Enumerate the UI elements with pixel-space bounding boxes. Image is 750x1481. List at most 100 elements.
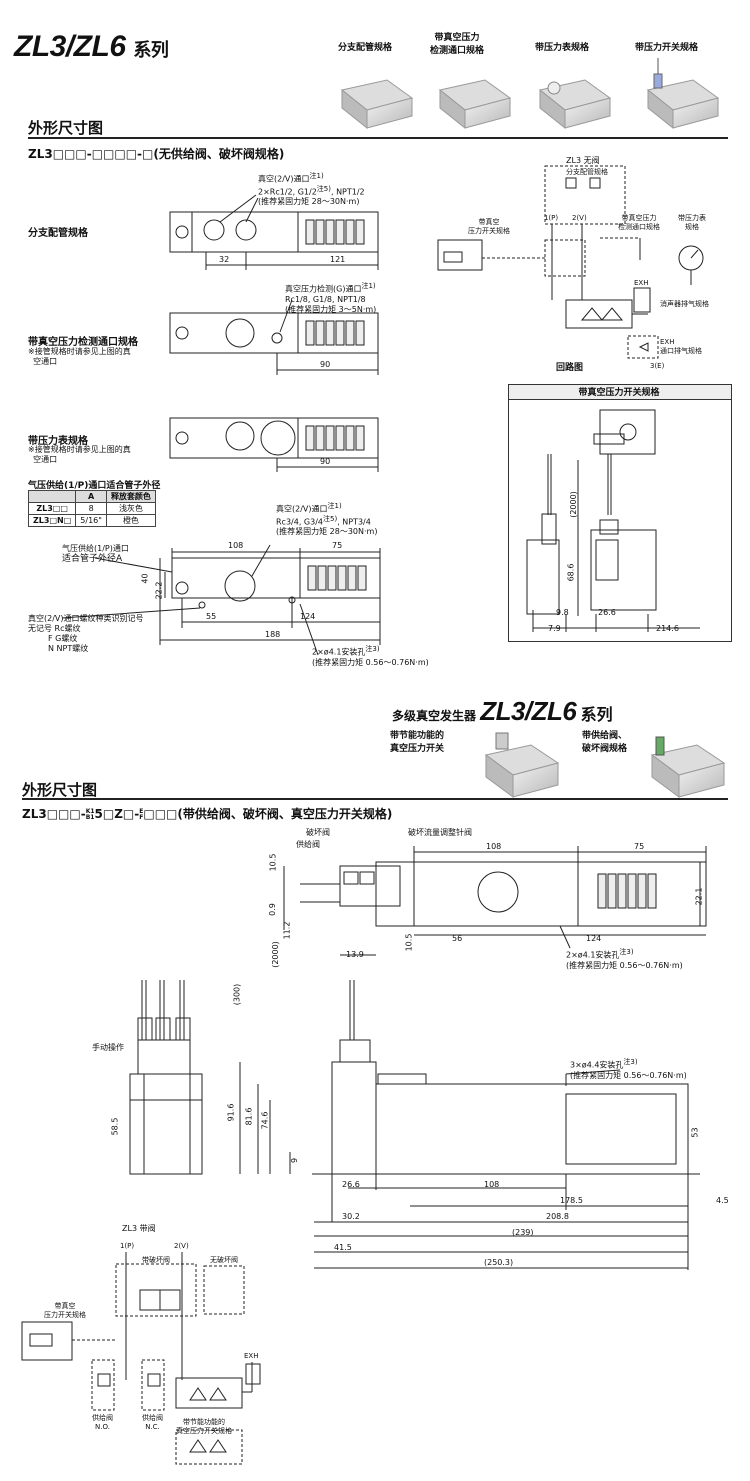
circuit-gauge: 带压力表 规格 [678, 214, 706, 231]
dim-56: 56 [452, 934, 463, 943]
dim-250-3: (250.3) [484, 1258, 514, 1267]
dim-108: 108 [228, 541, 244, 550]
circuit-silencer: 消声器排气规格 [660, 300, 709, 308]
dim-75: 75 [332, 541, 343, 550]
variant-label: 带真空压力 检测通口规格 [430, 33, 485, 56]
dim-90: 90 [320, 360, 331, 369]
lc-switch: 带真空 压力开关规格 [44, 1302, 86, 1319]
dim-22-1: 22.1 [694, 887, 704, 906]
lower-section-title: 外形尺寸图 [22, 781, 98, 799]
dim-81-6: 81.6 [244, 1107, 254, 1126]
dim-121: 121 [330, 255, 346, 264]
circuit-switch: 带真空 压力开关规格 [468, 218, 510, 235]
lower-circuit-title: ZL3 带阀 [122, 1224, 156, 1233]
detect-note: 真空压力检测(G)通口注1)Rc1/8, G1/8, NPT1/8(推荐紧固力矩… [285, 282, 377, 314]
variant-strip: 分支配管规格 带真空压力 检测通口规格 带压力表规格 带压力开关规格 [330, 30, 750, 130]
circuit-exh: EXH [634, 279, 649, 287]
dim-9-8: 9.8 [556, 608, 569, 617]
dim-0-9: 0.9 [267, 903, 277, 916]
dim-13-9: 13.9 [346, 950, 364, 959]
product-thumbnails [340, 58, 720, 130]
dim-208-8: 208.8 [546, 1212, 569, 1221]
dim-40: 40 [140, 573, 150, 584]
dim-91-6: 91.6 [226, 1103, 236, 1122]
lower-top-hole-note: 2×ø4.1安装孔注3)(推荐紧固力矩 0.56～0.76N·m) [566, 948, 683, 970]
lower-variant-label: 带节能功能的 真空压力开关 [390, 731, 445, 754]
dim-74-6: 74.6 [260, 1111, 270, 1130]
dim-90b: 90 [320, 457, 331, 466]
dim-108-lt: 108 [486, 842, 502, 851]
series-title: ZL3/ZL6 系列 [14, 30, 169, 63]
dim-7-9: 7.9 [548, 624, 561, 633]
table-row: ZL3□N□5/16"橙色 [27, 514, 156, 527]
section-title: 外形尺寸图 [28, 119, 104, 137]
gauge-sub: ※接管规格时请参见上图的真 空通口 [28, 445, 131, 464]
dim-124-lt: 124 [586, 934, 602, 943]
lower-heading: 多级真空发生器 ZL3/ZL6 系列 [392, 696, 613, 726]
supply-valve-label: 供给阀 [296, 840, 320, 849]
circuit-v: 2(V) [572, 214, 587, 222]
lc-break: 带破坏阀 [142, 1256, 170, 1264]
dim-11-2: 11.2 [282, 921, 292, 940]
lc-nc: 供给阀 N.C. [142, 1414, 163, 1431]
dim-214-6: 214.6 [656, 624, 679, 633]
dim-30-2: 30.2 [342, 1212, 360, 1221]
dim-108-ls: 108 [484, 1180, 500, 1189]
branch-label: 分支配管规格 [28, 228, 88, 239]
dim-75-lt: 75 [634, 842, 645, 851]
switch-box-header [508, 384, 732, 400]
switch-box-title: 带真空压力开关规格 [578, 388, 660, 398]
dim-2000-lt: (2000) [270, 941, 280, 968]
branch-note: 真空(2/V)通口注1)2×Rc1/2, G1/2注5), NPT1/2(推荐紧… [258, 172, 365, 207]
dim-41-5: 41.5 [334, 1243, 352, 1252]
lower-section-divider [22, 798, 728, 800]
dim-300: (300) [232, 983, 242, 1006]
lc-nobreak: 无破坏阀 [210, 1256, 238, 1264]
detect-sub: ※接管规格时请参见上图的真 空通口 [28, 347, 131, 366]
dim-10-5a: 10.5 [268, 853, 278, 872]
lc-p: 1(P) [120, 1242, 135, 1250]
circuit-exh-port: EXH 通口排气规格 [660, 338, 702, 355]
dim-26-6: 26.6 [598, 608, 616, 617]
switch-box [508, 384, 732, 642]
main-note: 真空(2/V)通口注1)Rc3/4, G3/4注5), NPT3/4(推荐紧固力… [276, 502, 378, 537]
dim-55: 55 [206, 612, 217, 621]
lc-no: 供给阀 N.O. [92, 1414, 113, 1431]
gauge-label: 带压力表规格 [28, 436, 88, 447]
dim-188: 188 [265, 630, 281, 639]
dim-2000: (2000) [568, 491, 578, 518]
dim-68-6: 68.6 [566, 563, 576, 582]
variant-label: 带压力表规格 [535, 43, 590, 53]
dim-26-6-ls: 26.6 [342, 1180, 360, 1189]
circuit-detect: 带真空压力 检测通口规格 [618, 214, 660, 231]
variant-label: 带压力开关规格 [635, 43, 699, 53]
dim-239: (239) [512, 1228, 534, 1237]
flow-needle-label: 破坏流量调整针阀 [408, 828, 472, 837]
lower-variant-label: 带供给阀、 破坏阀规格 [582, 731, 628, 754]
main-hole-note: 2×ø4.1安装孔注3)(推荐紧固力矩 0.56～0.76N·m) [312, 645, 429, 667]
dim-9: 9 [290, 1157, 300, 1164]
dim-53: 53 [690, 1127, 700, 1138]
manual-label: 手动操作 [92, 1043, 124, 1052]
lc-exh: EXH [244, 1352, 259, 1360]
circuit-e: 3(E) [650, 362, 665, 370]
circuit-caption: 回路图 [556, 363, 584, 373]
dim-10-5b: 10.5 [404, 933, 414, 952]
pipe-table-title: 气压供给(1/P)通口适合管子外径 [28, 481, 161, 491]
section-divider [28, 137, 728, 139]
supply-label: 气压供给(1/P)通口适合管子外径A [62, 544, 129, 564]
variant-label: 分支配管规格 [338, 43, 393, 53]
dim-124: 124 [300, 612, 316, 621]
dim-178-5: 178.5 [560, 1196, 583, 1205]
dim-58-5: 58.5 [110, 1117, 120, 1136]
dim-32: 32 [219, 255, 230, 264]
lc-eco: 带节能功能的 真空压力开关规格 [176, 1418, 232, 1435]
dim-22-2: 22.2 [154, 581, 164, 600]
break-valve-label: 破坏阀 [306, 828, 330, 837]
circuit-title: ZL3 无阀 [566, 156, 600, 165]
detect-label: 带真空压力检测通口规格 [28, 337, 138, 348]
